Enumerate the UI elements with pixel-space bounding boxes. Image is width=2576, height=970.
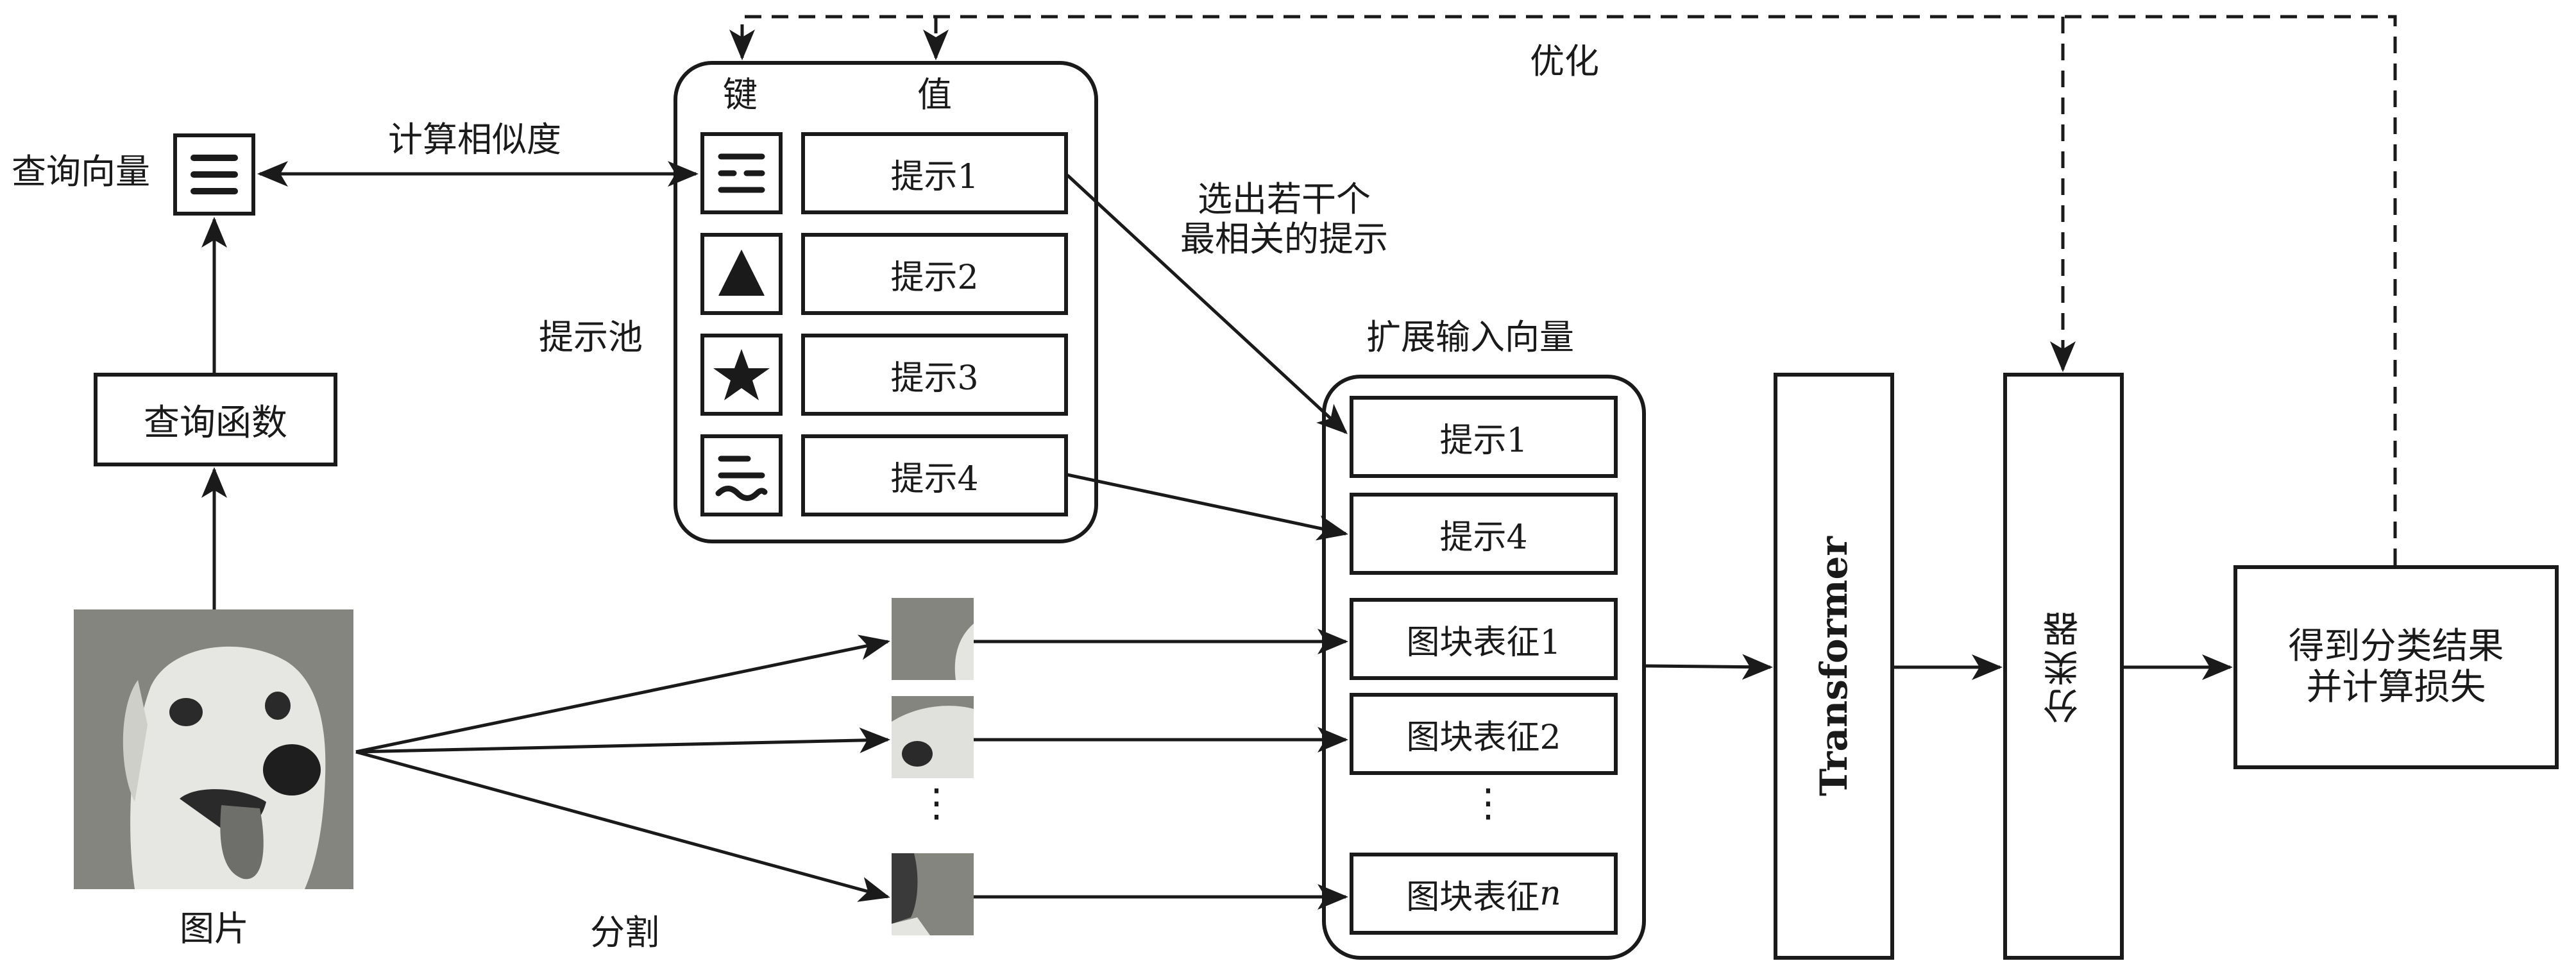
- arrow-split-patch2: [355, 728, 890, 754]
- prompt-pool-label: 提示池: [539, 317, 643, 357]
- value-box-4: 提示4: [801, 434, 1068, 516]
- key-box-1: [700, 132, 783, 214]
- value-header: 值: [917, 74, 952, 115]
- select-prompts-label: 选出若干个 最相关的提示: [1180, 179, 1388, 260]
- arrow-split-patch1: [355, 634, 890, 754]
- optimize-label: 优化: [1530, 41, 1599, 81]
- key-header: 键: [723, 74, 758, 115]
- transformer-block: Transformer: [1774, 373, 1894, 960]
- key-box-2: [700, 233, 783, 315]
- value-box-3: 提示3: [801, 334, 1068, 416]
- classifier-label: 分类器: [2042, 608, 2085, 724]
- select-prompts-label-line1: 选出若干个: [1198, 179, 1371, 219]
- embedding-ellipsis: ⋮: [1469, 781, 1507, 826]
- wavy-lines-icon: [715, 455, 768, 501]
- result-box: 得到分类结果 并计算损失: [2233, 565, 2559, 769]
- list-lines-icon: [191, 155, 238, 194]
- patch-embedding-n-prefix: 图块表征: [1406, 878, 1540, 917]
- patch-embedding-n-var: n: [1539, 874, 1561, 913]
- select-prompts-label-line2: 最相关的提示: [1180, 219, 1388, 260]
- key-box-3: [700, 334, 783, 416]
- result-line1: 得到分类结果: [2288, 625, 2504, 667]
- split-label: 分割: [590, 912, 659, 953]
- patch-1: [892, 598, 974, 680]
- patch-embedding-1: 图块表征1: [1350, 598, 1618, 680]
- triangle-icon: [718, 250, 765, 296]
- query-vector-box: [173, 133, 255, 216]
- arrow-to-transformer: [1645, 654, 1773, 680]
- extended-input-container: [1322, 375, 1646, 960]
- extended-prompt-1: 提示1: [1350, 396, 1618, 478]
- extended-input-label: 扩展输入向量: [1366, 317, 1574, 357]
- arrow-select-prompt4: [1067, 473, 1348, 541]
- value-box-2: 提示2: [801, 233, 1068, 315]
- prompt-pool-container: [674, 61, 1098, 543]
- patch-n: [892, 853, 974, 935]
- query-function-box: 查询函数: [94, 373, 337, 466]
- similarity-label: 计算相似度: [388, 119, 561, 160]
- dog-photo-icon: [74, 609, 353, 889]
- value-box-1: 提示1: [801, 132, 1068, 214]
- patch-ellipsis: ⋮: [917, 781, 956, 826]
- extended-prompt-4: 提示4: [1350, 493, 1618, 575]
- query-vector-label: 查询向量: [12, 151, 150, 192]
- patch-embedding-2: 图块表征2: [1350, 693, 1618, 775]
- transformer-label: Transformer: [1812, 536, 1856, 796]
- classifier-block: 分类器: [2003, 373, 2124, 960]
- patch-2: [892, 696, 974, 778]
- dashed-lines-icon: [718, 153, 765, 193]
- key-box-4: [700, 434, 783, 516]
- arrow-split-patchn: [355, 750, 890, 902]
- result-line2: 并计算损失: [2306, 667, 2486, 708]
- image-label: 图片: [180, 908, 249, 949]
- dog-image: [74, 609, 353, 889]
- star-icon: [713, 349, 770, 400]
